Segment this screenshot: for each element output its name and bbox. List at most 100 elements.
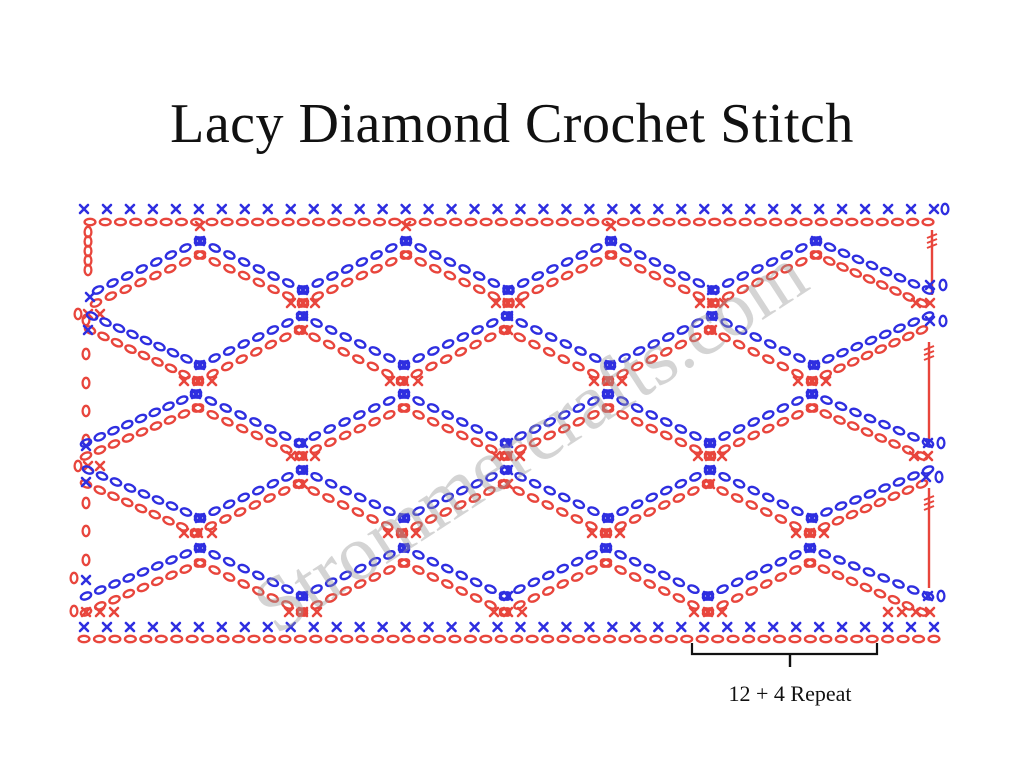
single-crochet-symbol <box>882 606 894 618</box>
turning-chain-symbol <box>69 604 79 618</box>
single-crochet-symbol <box>924 606 936 618</box>
chain-symbol <box>191 403 205 413</box>
single-crochet-symbol <box>423 203 434 215</box>
chain-symbol <box>250 346 263 357</box>
chain-symbol <box>630 499 644 510</box>
chain-symbol <box>123 483 137 493</box>
turning-chain-symbol <box>81 404 91 418</box>
edge-tick <box>923 505 935 511</box>
chain-symbol <box>281 471 294 482</box>
chain-symbol <box>604 250 618 260</box>
chain-symbol <box>809 250 823 260</box>
edge-tick <box>926 243 938 249</box>
chain-symbol <box>366 361 380 372</box>
single-crochet-symbol <box>194 235 206 247</box>
chain-symbol <box>892 579 905 589</box>
chain-symbol <box>134 503 148 514</box>
single-crochet-symbol <box>216 621 228 633</box>
chain-symbol <box>106 278 119 288</box>
chain-symbol <box>632 346 646 356</box>
edge-tick <box>926 238 938 244</box>
chain-symbol <box>864 335 878 346</box>
turning-chain-symbol <box>81 524 91 538</box>
chain-symbol <box>528 478 542 489</box>
chain-symbol <box>736 284 750 295</box>
chain-symbol <box>822 256 836 266</box>
chain-symbol <box>762 423 775 434</box>
edge-tick <box>923 355 935 361</box>
chain-symbol <box>628 556 642 567</box>
chain-symbol <box>223 263 236 274</box>
chain-symbol <box>862 274 876 284</box>
chain-symbol <box>823 242 837 252</box>
chain-symbol <box>180 354 193 364</box>
chain-symbol <box>674 437 688 448</box>
single-crochet-symbol <box>653 203 664 215</box>
chain-symbol <box>836 262 849 272</box>
chain-symbol <box>530 325 543 335</box>
chain-symbol <box>776 403 790 413</box>
chain-symbol <box>148 407 162 418</box>
chain-symbol <box>741 634 756 644</box>
chain-symbol <box>526 493 540 503</box>
chain-symbol <box>764 339 777 349</box>
single-crochet-symbol <box>704 464 716 476</box>
chain-symbol <box>789 549 802 560</box>
chain-symbol <box>663 264 676 274</box>
chain-symbol <box>149 421 163 431</box>
single-crochet-symbol <box>716 606 728 618</box>
chain-symbol <box>692 278 706 288</box>
chain-symbol <box>310 471 323 482</box>
chain-symbol <box>93 585 107 595</box>
single-crochet-symbol <box>616 375 628 387</box>
single-crochet-symbol <box>108 606 120 618</box>
chain-symbol <box>892 477 906 487</box>
single-crochet-symbol <box>193 621 205 633</box>
chain-symbol <box>560 270 574 281</box>
chain-symbol <box>252 570 265 581</box>
chain-symbol <box>749 332 762 342</box>
chain-symbol <box>179 243 192 253</box>
chain-symbol <box>231 634 246 644</box>
chain-symbol <box>353 423 367 434</box>
single-crochet-symbol <box>922 437 934 449</box>
chain-symbol <box>805 403 819 413</box>
chain-symbol <box>282 278 295 288</box>
single-crochet-symbol <box>78 203 90 215</box>
single-crochet-symbol <box>806 388 818 400</box>
chain-symbol <box>385 256 398 267</box>
chain-symbol <box>836 347 849 358</box>
chain-symbol <box>122 588 136 599</box>
single-crochet-symbol <box>400 220 412 232</box>
single-crochet-symbol <box>675 203 687 215</box>
single-crochet-symbol <box>502 284 514 296</box>
chain-symbol <box>674 478 688 489</box>
chain-symbol <box>267 284 280 295</box>
chain-symbol <box>97 331 110 342</box>
single-crochet-symbol <box>193 203 205 215</box>
single-crochet-symbol <box>859 621 871 633</box>
single-crochet-symbol <box>297 606 309 618</box>
chain-symbol <box>368 403 381 413</box>
chain-symbol <box>672 593 686 603</box>
chain-symbol <box>589 353 602 363</box>
chain-symbol <box>762 492 775 503</box>
chain-symbol <box>175 395 189 405</box>
chain-symbol <box>859 503 873 514</box>
chain-symbol <box>308 332 321 343</box>
single-crochet-symbol <box>124 203 136 215</box>
single-crochet-symbol <box>721 621 733 633</box>
chain-symbol <box>265 437 278 448</box>
chain-symbol <box>354 579 367 589</box>
chain-symbol <box>540 217 554 227</box>
chain-symbol <box>327 217 341 227</box>
single-crochet-symbol <box>882 621 894 633</box>
turning-chain-symbol <box>83 263 93 277</box>
chain-symbol <box>222 556 236 567</box>
single-crochet-symbol <box>896 606 908 618</box>
chain-symbol <box>845 509 859 520</box>
chain-symbol <box>121 433 135 443</box>
chain-symbol <box>874 344 888 355</box>
chain-symbol <box>324 634 338 644</box>
single-crochet-symbol <box>588 375 600 387</box>
